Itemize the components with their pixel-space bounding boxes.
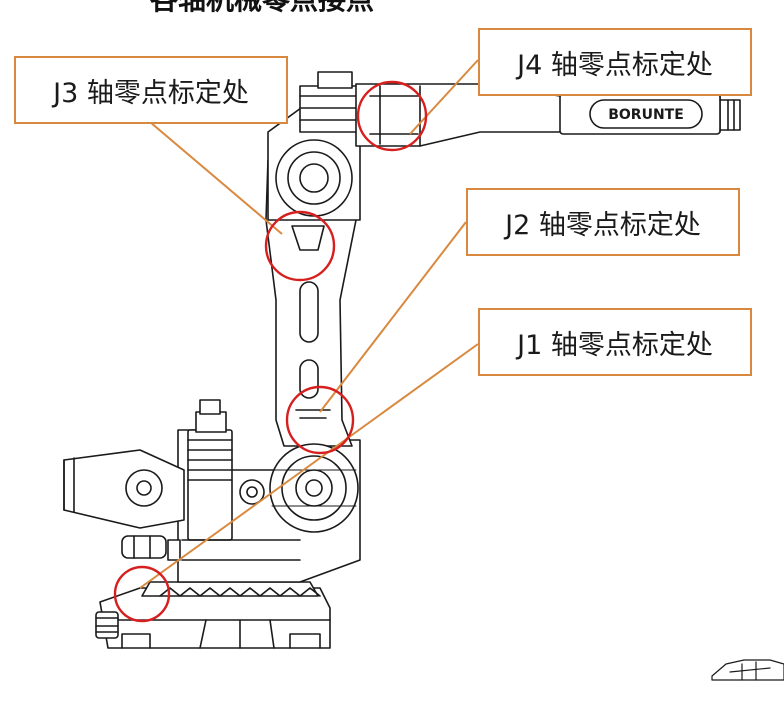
leader-line-j4 <box>409 59 479 135</box>
callout-j1: J1 轴零点标定处 <box>478 308 752 376</box>
marker-circle-j3 <box>264 210 336 282</box>
robot-counterweight <box>63 449 265 529</box>
callout-j3: J3 轴零点标定处 <box>14 56 288 124</box>
marker-circle-j2 <box>285 385 355 455</box>
diagram-title: 各轴机械零点接点 <box>150 0 374 18</box>
brand-label: BORUNTE <box>608 107 684 123</box>
leader-line-j2 <box>319 221 467 413</box>
corner-sketch <box>711 659 784 681</box>
leader-line-j3 <box>149 121 283 235</box>
marker-circle-j1 <box>113 565 171 623</box>
robot-base <box>95 581 331 649</box>
robot-upper-arm <box>355 83 741 147</box>
callout-j2: J2 轴零点标定处 <box>466 188 740 256</box>
robot-elbow-joint <box>267 71 361 251</box>
callout-j4: J4 轴零点标定处 <box>478 28 752 96</box>
leader-line-j1 <box>139 343 479 589</box>
marker-circle-j4 <box>356 80 428 152</box>
robot-shoulder-joint <box>269 443 359 533</box>
